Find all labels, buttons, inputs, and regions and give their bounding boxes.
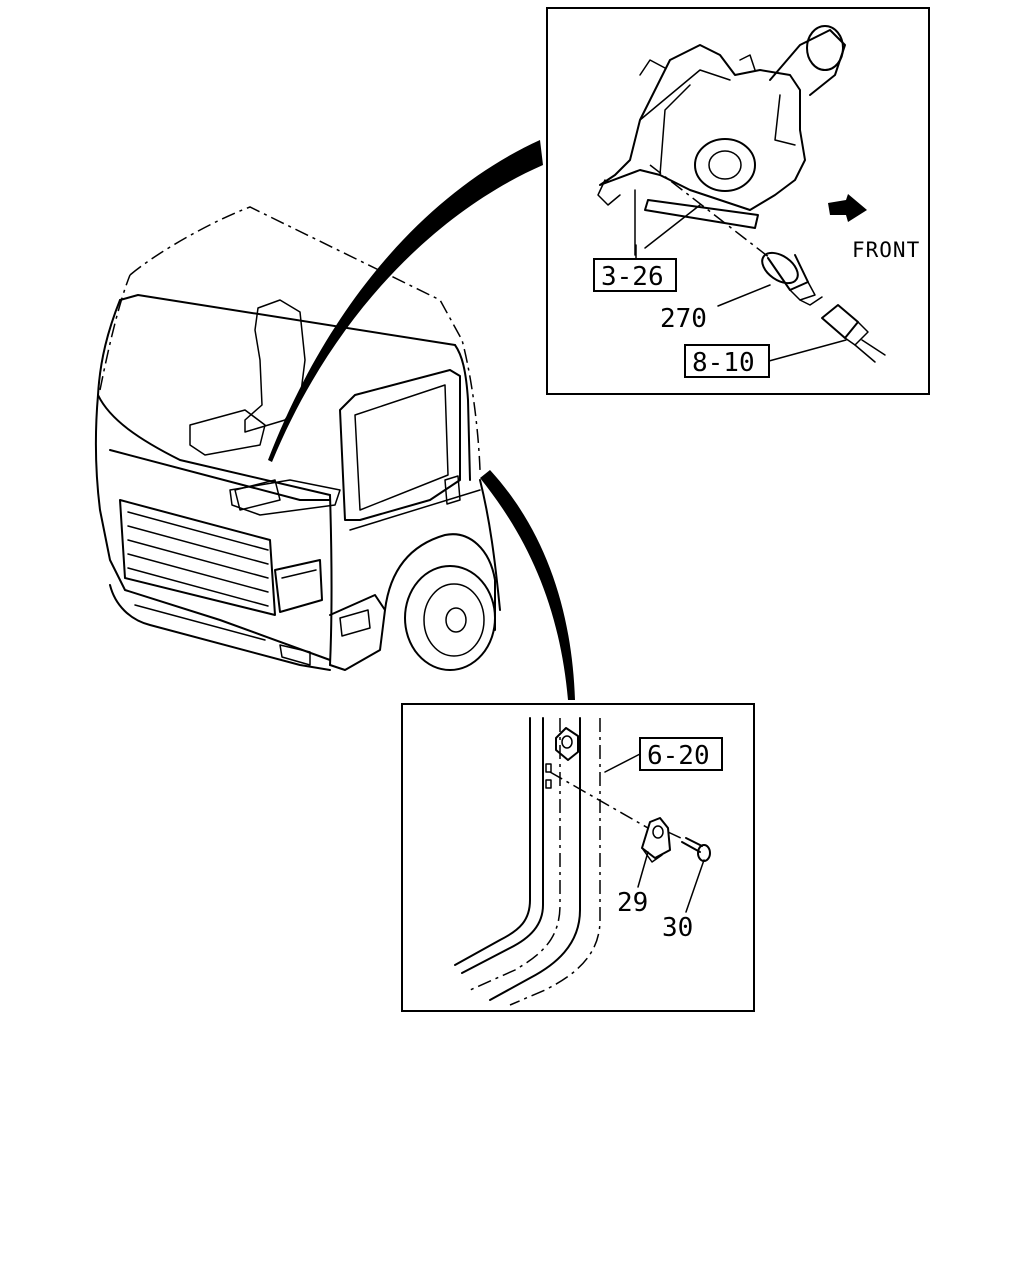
part-number-29: 29: [617, 888, 648, 918]
part-number-270: 270: [660, 304, 707, 334]
front-direction-label: FRONT: [852, 238, 920, 262]
part-number-30: 30: [662, 913, 693, 943]
truck-cab-illustration: [94, 206, 501, 671]
clip-part-29: [641, 817, 671, 863]
wire-connector: [821, 304, 886, 363]
pressure-regulator-assembly: [597, 25, 886, 363]
ref-box-6-20: [639, 737, 723, 771]
ref-label-6-20: 6-20: [647, 741, 710, 771]
ref-label-8-10: 8-10: [692, 348, 755, 378]
door-frame-section: [454, 717, 711, 1006]
ref-label-3-26: 3-26: [601, 262, 664, 292]
leader-swoosh-top: [268, 140, 543, 462]
leader-swoosh-bottom: [480, 470, 575, 700]
front-arrow-icon: [828, 194, 867, 222]
ref-box-3-26: [593, 258, 677, 292]
pressure-sensor-270: [761, 251, 823, 306]
